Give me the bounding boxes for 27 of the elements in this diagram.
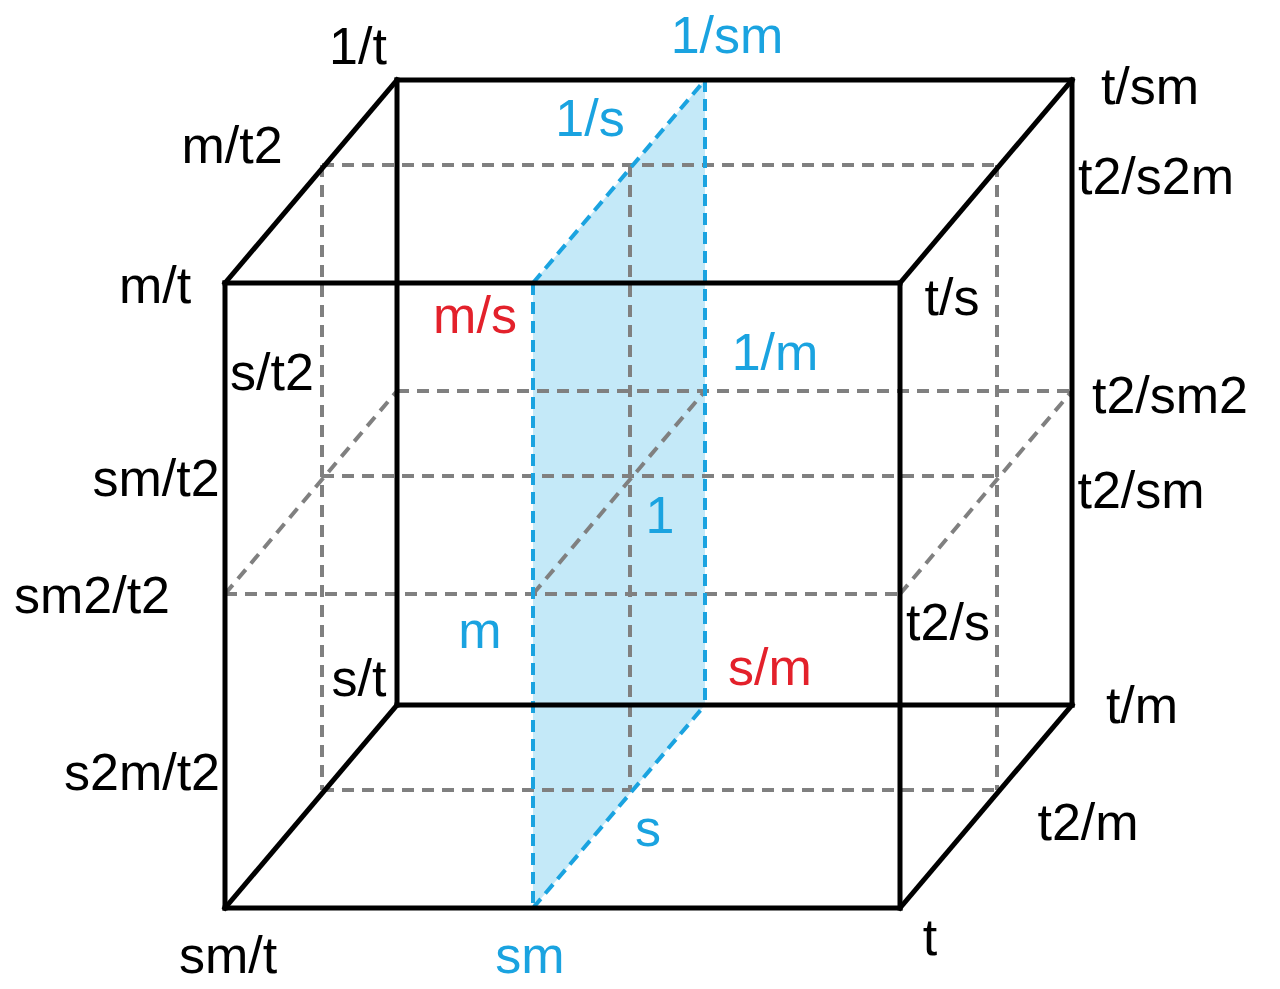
vertex-label: 1	[645, 489, 675, 541]
vertex-label: s2m/t2	[63, 746, 221, 798]
vertex-label: 1/s	[555, 92, 625, 144]
vertex-label: m	[458, 604, 502, 656]
vertex-label: t/sm	[1100, 60, 1200, 112]
vertex-label: t/s	[924, 271, 980, 323]
vertex-label: 1/t	[329, 20, 387, 72]
vertex-label: m/t	[118, 259, 192, 311]
vertex-label: sm2/t2	[13, 569, 171, 621]
vertex-label: t2/sm2	[1091, 369, 1249, 421]
vertex-label: 1/m	[731, 326, 819, 378]
vertex-label: t	[922, 911, 938, 963]
vertex-label: t2/sm	[1077, 464, 1205, 516]
vertex-label: m/s	[433, 289, 517, 341]
vertex-label: s/m	[728, 641, 812, 693]
vertex-label: t2/m	[1037, 796, 1139, 848]
vertex-label: s/t2	[230, 346, 314, 398]
vertex-label: t/m	[1105, 679, 1179, 731]
vertex-label: 1/sm	[670, 9, 784, 61]
vertex-label: s	[635, 802, 661, 854]
vertex-label: t2/s	[906, 596, 990, 648]
vertex-label: s/t	[331, 652, 387, 704]
vertex-label: m/t2	[181, 119, 283, 171]
vertex-label: t2/s2m	[1077, 150, 1235, 202]
vertex-label: sm/t2	[92, 452, 220, 504]
vertex-label: sm/t	[178, 929, 278, 981]
vertex-label: sm	[495, 929, 565, 981]
